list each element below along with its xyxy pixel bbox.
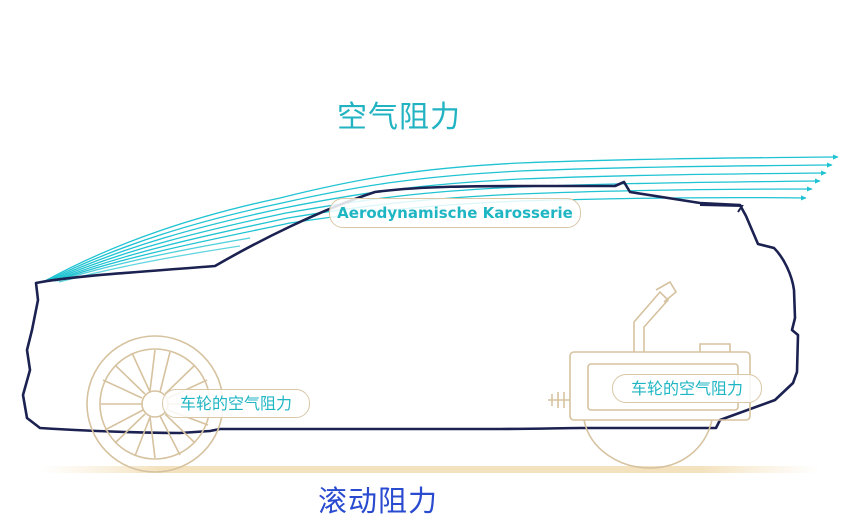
- airflow-line: [46, 162, 833, 282]
- front-wheel-drag-label: 车轮的空气阻力: [162, 389, 310, 418]
- spoiler-detail: [699, 204, 744, 213]
- aerodynamic-body-label: Aerodynamische Karosserie: [329, 198, 581, 228]
- car-body-outline: [21, 180, 800, 435]
- aerodynamic-drag-title: 空气阻力: [337, 100, 461, 135]
- ground-shadow: [40, 466, 820, 473]
- rear-wheel-drag-label: 车轮的空气阻力: [612, 374, 762, 403]
- airflow-line: [56, 237, 251, 282]
- rolling-resistance-title: 滚动阻力: [318, 484, 439, 517]
- airflow-line: [44, 154, 839, 282]
- airflow-line: [50, 178, 821, 282]
